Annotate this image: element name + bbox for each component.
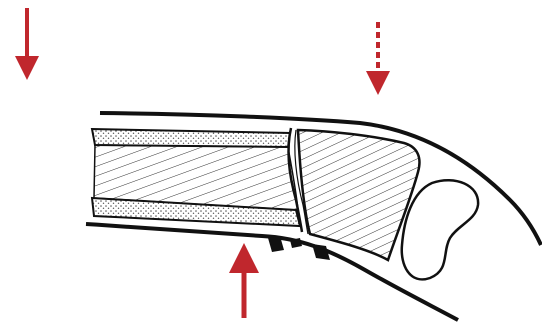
- joint-oval-shape: [402, 180, 478, 279]
- comminution-fragment-2: [312, 244, 330, 260]
- stippled-cortex-upper: [92, 129, 290, 147]
- shaft-hatched-section: [94, 145, 298, 210]
